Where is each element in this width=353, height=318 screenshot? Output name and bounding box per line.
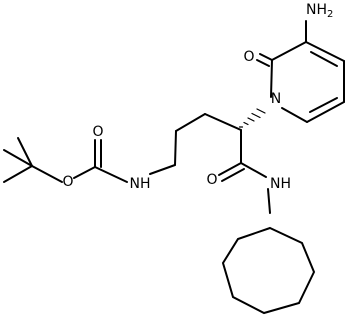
bond-c6-n [281, 107, 308, 123]
bond-methyl-3 [3, 165, 33, 183]
label-amide-o: O [206, 172, 217, 188]
hash-wedge-5 [256, 108, 266, 114]
bond-c2-c3 [175, 113, 206, 132]
bond-amide-c-o-1 [218, 162, 242, 176]
amide-group [218, 162, 271, 214]
bond-c2-c3 [271, 41, 307, 61]
alkyl-chain [149, 113, 242, 175]
bond-c2-o-1 [259, 53, 273, 61]
label-ketone-o: O [243, 49, 254, 65]
hash-wedge-4 [251, 112, 261, 119]
bond-c1-c2 [174, 130, 177, 166]
label-nh2: NH2 [306, 2, 333, 20]
stereocenter [238, 108, 266, 164]
atom-labels: NH2 O N O NH O O NH [62, 2, 333, 192]
label-carbamate-nh: NH [130, 176, 151, 192]
bond-c3-stereocenter [204, 113, 242, 131]
label-amide-nh: NH [270, 176, 291, 192]
bond-c3-c4 [305, 41, 345, 62]
hash-wedge-3 [247, 117, 255, 122]
bond-nh-to-c1 [149, 164, 176, 175]
bond-c5-c6 [306, 101, 345, 123]
cycloheptyl-ring [221, 226, 316, 315]
tert-butyl-group [3, 137, 63, 183]
bond-nh-to-cycloheptyl [267, 188, 271, 214]
bond-methyl-2 [17, 137, 33, 167]
pyridinone-ring [256, 20, 345, 123]
bond-c2-o-2 [256, 59, 270, 67]
bond-carbonyl-to-nh [94, 166, 128, 183]
carbamate-group [73, 139, 128, 183]
label-carbamate-ester-o: O [62, 174, 73, 190]
bond-c5-c6-inner [309, 97, 338, 113]
label-ring-n: N [271, 91, 281, 107]
bond-o-to-carbonyl [73, 166, 96, 179]
hash-wedge-2 [243, 121, 249, 126]
bond-amide-c-to-nh [240, 162, 267, 178]
label-carbamate-keto-o: O [92, 124, 103, 140]
bond-methyl-1 [3, 149, 33, 167]
cycloheptane-polygon [221, 226, 316, 315]
bond-c3-c4-inner [310, 51, 338, 67]
bond-quaternary-to-o [31, 165, 63, 183]
bond-amide-c-o-2 [221, 168, 245, 182]
bond-n-c2 [270, 59, 273, 98]
